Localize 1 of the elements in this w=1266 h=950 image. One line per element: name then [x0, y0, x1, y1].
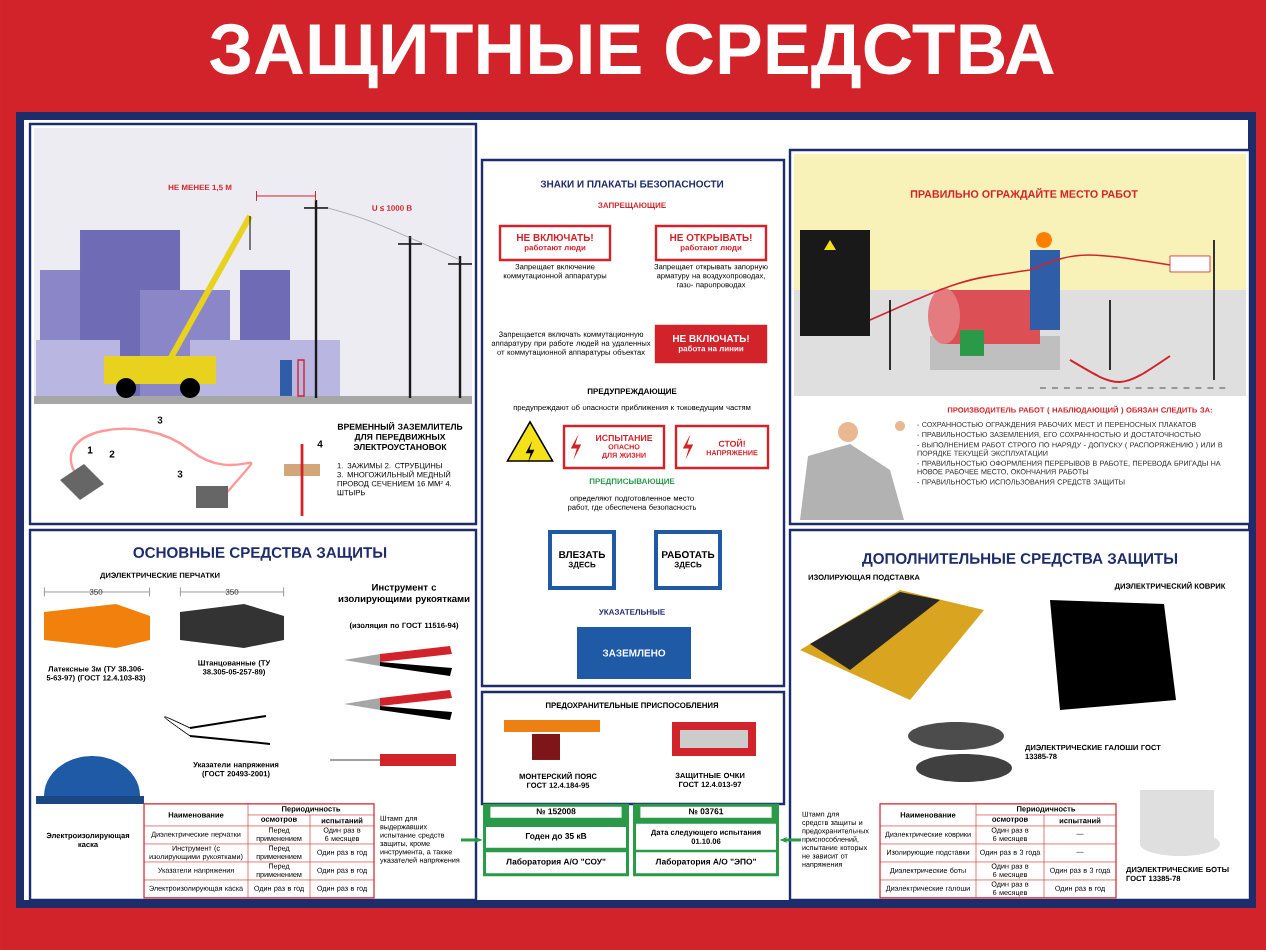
- title: ЗАЩИТНЫЕ СРЕДСТВА: [209, 23, 1054, 89]
